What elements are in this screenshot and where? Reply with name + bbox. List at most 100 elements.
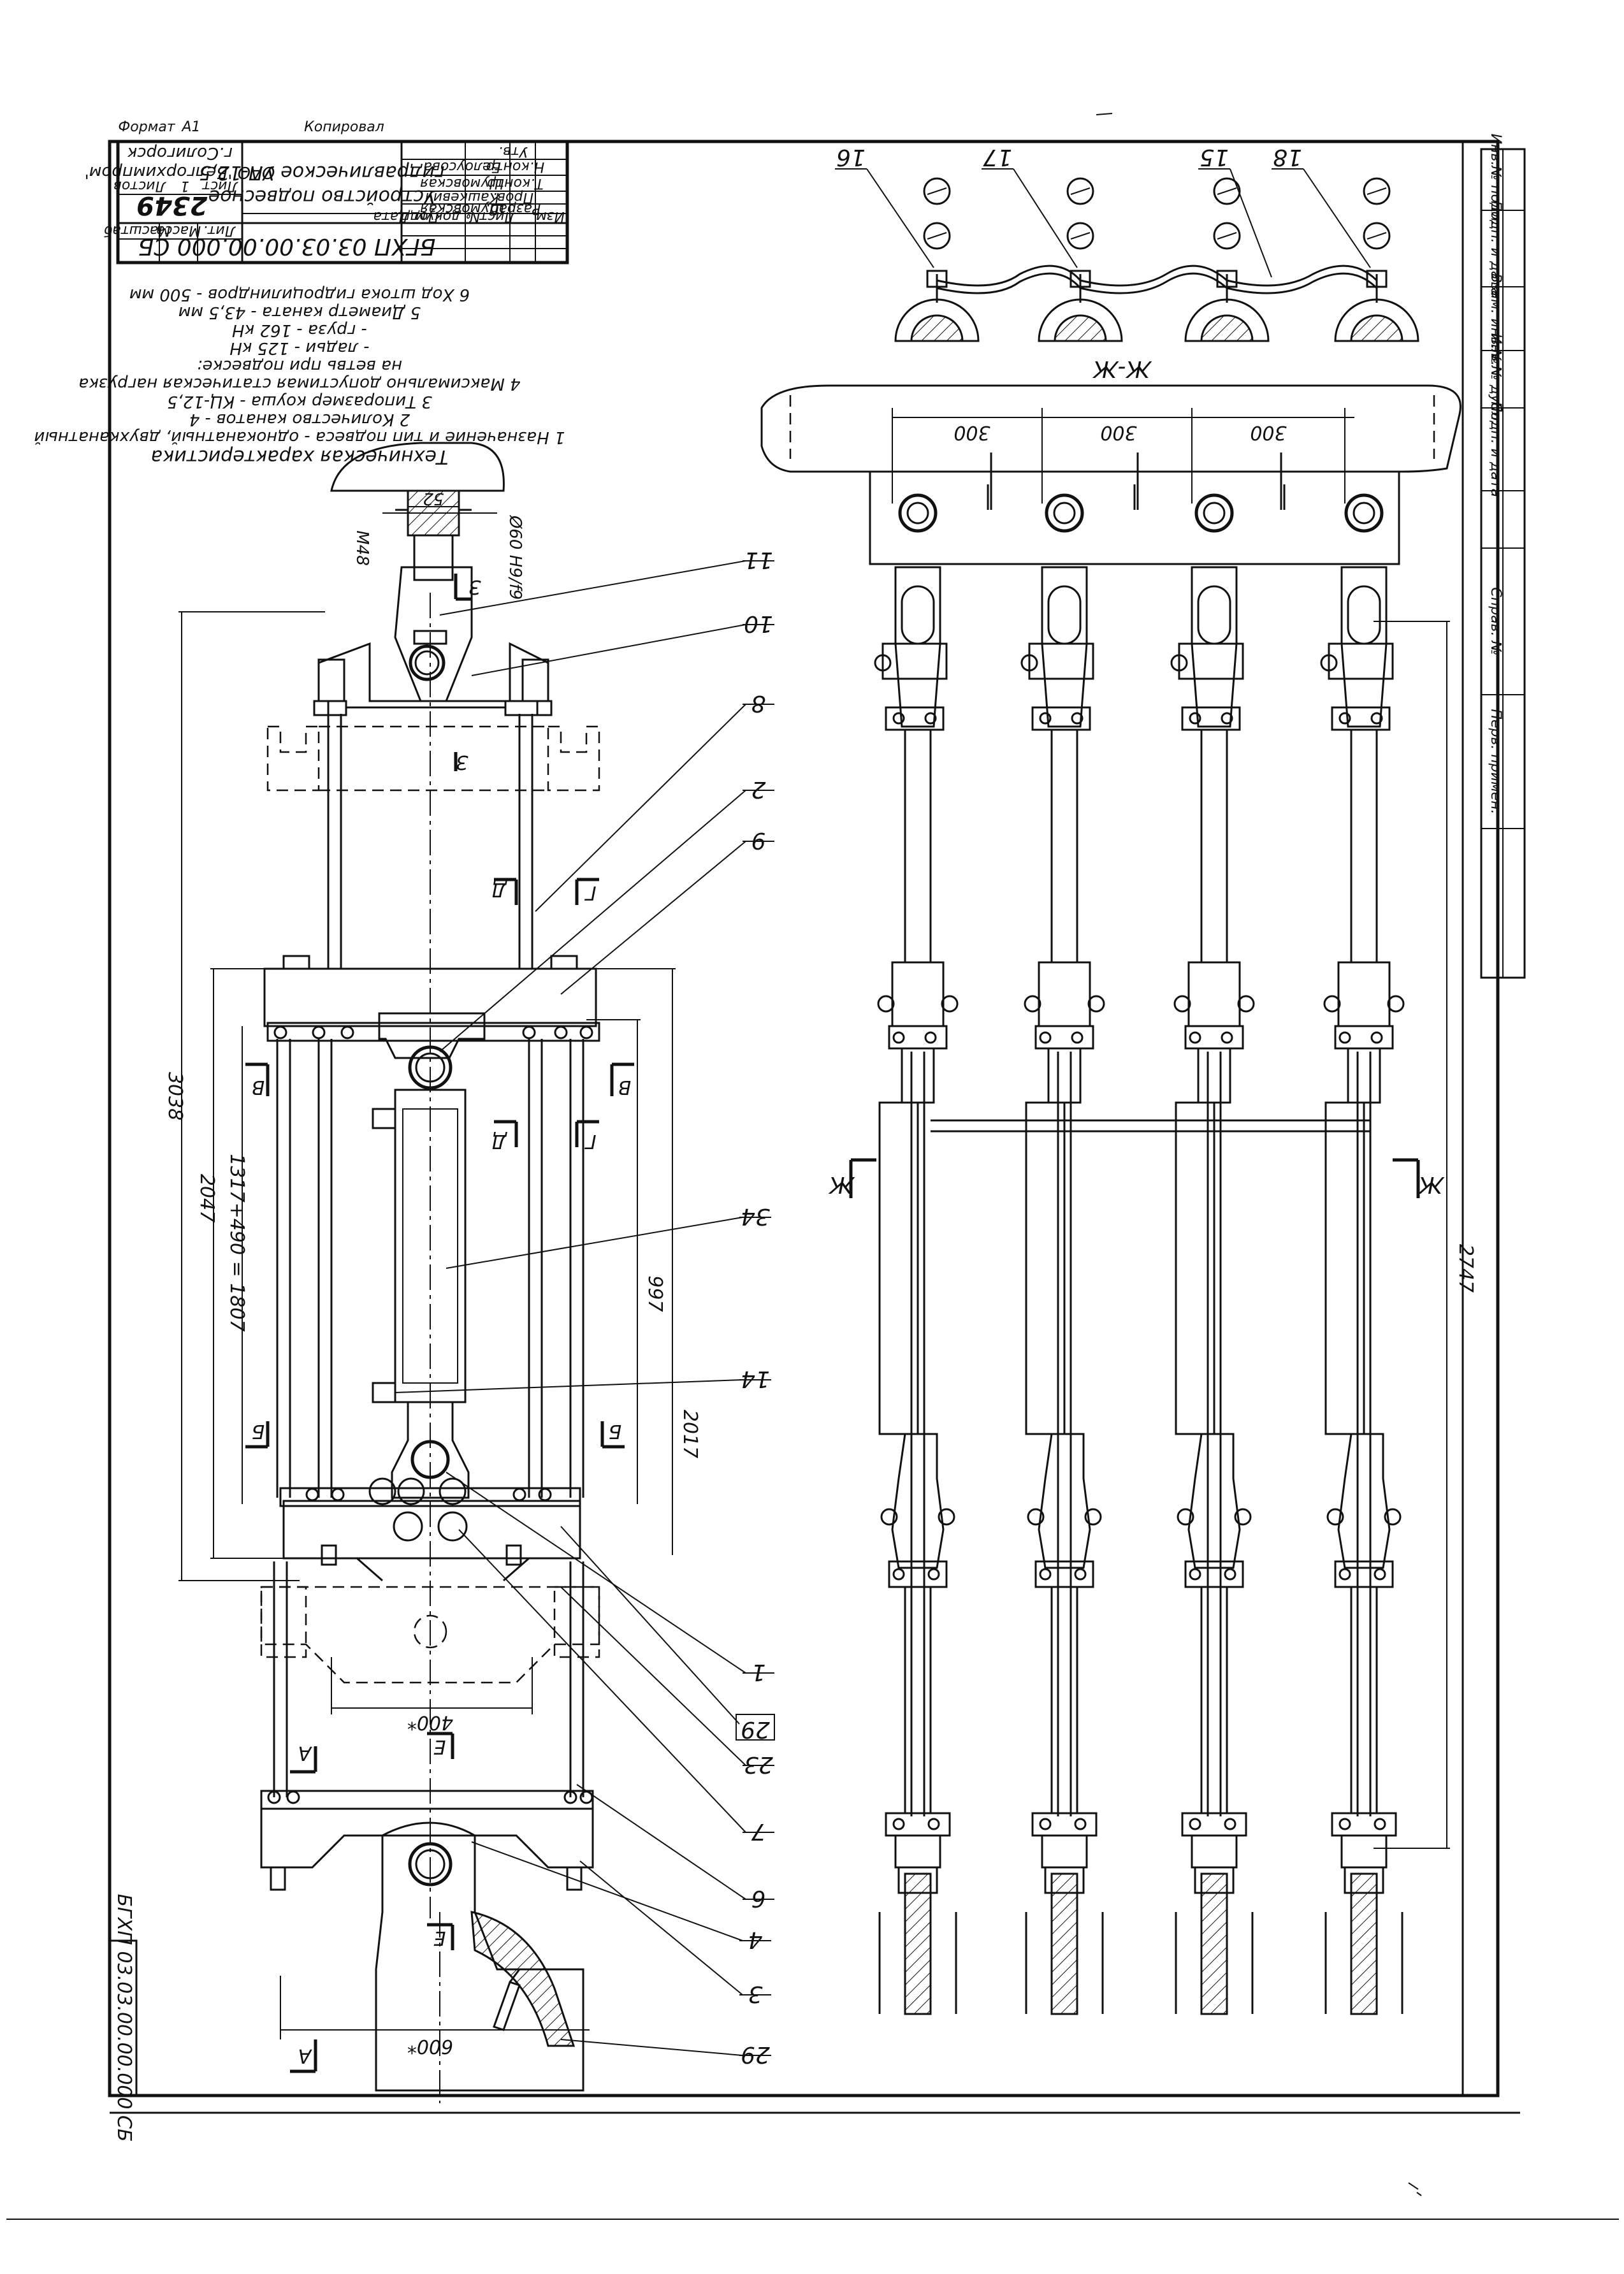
callout-29-top: 29	[741, 1716, 770, 1742]
callout-10: 10	[744, 611, 773, 637]
callout-29-bottom: 29	[741, 2041, 770, 2068]
sign-list: Лист	[479, 208, 516, 224]
dim-m48: M48	[352, 530, 372, 566]
section-v-left: В	[252, 1076, 265, 1098]
tech-specs: 6 Ход штока гидроцилиндров - 500 мм 5 Ди…	[34, 285, 565, 468]
callout-18: 18	[1273, 144, 1302, 170]
section-g-bottom: Г	[584, 1130, 597, 1152]
callout-3: 3	[748, 1981, 763, 2007]
branch-3	[1170, 493, 1255, 2015]
lower-crosshead	[282, 1500, 581, 1560]
sign-izm: Изм.	[532, 208, 565, 224]
tech-item-4: 4 Максимально допустимая статическая наг…	[78, 374, 520, 393]
callout-1: 1	[751, 1659, 766, 1685]
tech-heading: Техническая характеристика	[151, 445, 449, 468]
doc-number: БГХП 03.03.00.00.000 СБ	[138, 233, 436, 259]
role-razrab: Разраб.	[486, 201, 540, 217]
format-label: Формат	[118, 119, 175, 135]
role-tkontr: Т.контр.	[482, 175, 543, 191]
tech-item-4b: - ладьи - 125 кН	[229, 338, 369, 358]
section-e-bottom: Е	[434, 1927, 446, 1949]
sign-doc: № докум.	[411, 208, 481, 224]
section-e-top: Е	[434, 1735, 446, 1758]
stamp-cell-2: Подп. и дата	[1488, 201, 1504, 296]
top-beam	[760, 384, 1461, 473]
dim-600: 600*	[407, 2035, 453, 2057]
tech-item-3: 3 Типоразмер коуша - КЦ-12,5	[167, 392, 432, 411]
stamp-cell-7: Перв. примен.	[1488, 709, 1504, 814]
stamp-cell-1: Инв.№ подл.	[1488, 134, 1504, 226]
section-markers: З З В В Б Б Г Г Д Д А А Е Е	[245, 574, 634, 2073]
stamp-cell-5: Подп. и дата	[1488, 402, 1504, 497]
stamp-cell-4: Инв.№ дубл.	[1488, 333, 1504, 425]
callout-15: 15	[1200, 144, 1229, 170]
dim-52: 52	[423, 489, 444, 508]
callout-23: 23	[744, 1751, 773, 1778]
top-detail: 16 17 15 18	[835, 144, 1419, 342]
section-v-right: В	[618, 1076, 632, 1098]
stamp-cell-3: Взам. инв.№	[1488, 273, 1504, 364]
front-view: 300 300 300 Ж-Ж	[760, 356, 1477, 2015]
dim-fit: Ø60 H9/f9	[505, 515, 525, 600]
dim-997: 997	[644, 1275, 666, 1312]
dim-2047: 2047	[196, 1174, 218, 1222]
main-view	[260, 442, 600, 2103]
thimble-2	[1038, 177, 1123, 342]
dim-300-c: 300	[1250, 421, 1286, 444]
name-tkontr: Шумовская	[420, 175, 504, 191]
mass-label: Масса	[156, 222, 201, 238]
section-zh-right: Ж	[1417, 1171, 1445, 1198]
sign-podp: Подп.	[396, 208, 439, 224]
connecting-plate	[869, 470, 1400, 565]
tech-item-5: 5 Диаметр каната - 43,5 мм	[178, 303, 421, 322]
tech-item-2: 2 Количество канатов - 4	[189, 410, 410, 429]
upper-clevis	[394, 566, 473, 702]
org-line-2: г.Солигорск	[127, 143, 233, 163]
dim-3038: 3038	[164, 1072, 186, 1120]
sheets-label: Листов	[113, 178, 166, 194]
section-a-top: А	[298, 1742, 313, 1764]
name-line-2: гидравлическое УП-12,5	[199, 161, 444, 184]
callouts-main: 11 10 8 2 9 34 14 1 29 23 7 6 4 3 29	[395, 547, 775, 2068]
middle-crosshead	[263, 967, 597, 1027]
section-a-bottom: А	[298, 2045, 313, 2067]
name-razrab: Шумовская	[420, 201, 504, 217]
dim-400: 400*	[407, 1711, 453, 1734]
thimble-1	[894, 177, 980, 342]
callout-4: 4	[748, 1927, 763, 1953]
org-line-1: ОАО 'Белгорхимпром'	[85, 163, 275, 182]
callout-9: 9	[751, 827, 766, 853]
dim-300-b: 300	[1100, 421, 1136, 444]
thimble-4	[1334, 177, 1419, 342]
callout-7: 7	[751, 1818, 766, 1844]
callout-34: 34	[741, 1203, 770, 1229]
sheet-label: Лист	[201, 178, 238, 194]
number-stamp: 2349	[136, 191, 207, 220]
callout-11: 11	[744, 547, 773, 573]
bottom-crosshead	[260, 1807, 594, 1869]
sign-data: Дата	[373, 208, 410, 224]
lit-label: Лит.	[203, 222, 236, 238]
name-line-1: Устройство подвесное	[208, 185, 435, 208]
copied-label: Копировал	[304, 119, 384, 135]
view-zh-zh: Ж-Ж	[1092, 356, 1152, 382]
name-nkontr: Белоусова	[423, 159, 500, 175]
callout-8: 8	[751, 690, 766, 716]
thimble-3	[1184, 177, 1270, 342]
top-cap	[330, 442, 505, 492]
section-b-right: Б	[609, 1420, 622, 1442]
tech-item-4a: на ветвь при подвеске:	[197, 356, 402, 375]
section-d-bottom: Д	[491, 1130, 507, 1152]
tech-item-1: 1 Назначение и тип подвеса - одноканатны…	[34, 428, 565, 447]
name-prov: Кашкевич	[425, 189, 499, 205]
role-prov: Пров.	[493, 189, 533, 205]
tech-item-6: 6 Ход штока гидроцилиндров - 500 мм	[129, 285, 470, 304]
callout-6: 6	[751, 1885, 766, 1911]
upper-crosshead	[317, 642, 549, 709]
section-z-bottom: З	[456, 751, 468, 773]
section-b-left: Б	[252, 1420, 265, 1442]
section-g-top: Г	[584, 881, 597, 904]
sheet-value: 1	[180, 178, 189, 194]
